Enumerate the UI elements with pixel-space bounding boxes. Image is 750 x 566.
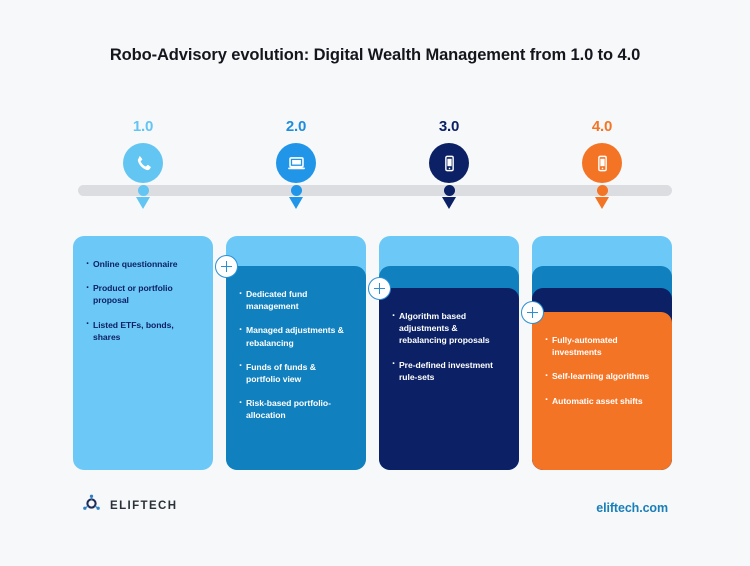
logo-wordmark: ELIFTECH <box>110 500 178 512</box>
stage-icon-circle <box>429 143 469 183</box>
timeline-arrow <box>442 197 456 209</box>
stage-bullet-item: Product or portfolio proposal <box>86 282 199 306</box>
stage-bullet-item: Risk-based portfolio-allocation <box>239 397 352 421</box>
add-stage-plus-badge[interactable] <box>368 277 391 300</box>
version-label: 1.0 <box>132 118 154 135</box>
timeline-arrow <box>289 197 303 209</box>
card-stack: Dedicated fund managementManaged adjustm… <box>226 0 366 566</box>
website-link[interactable]: eliftech.com <box>596 501 668 515</box>
stage-bullet-item: Listed ETFs, bonds, shares <box>86 318 199 343</box>
smartphone-icon <box>440 154 459 173</box>
stage-bullet-item: Self-learning algorithms <box>545 370 658 383</box>
stage-icon-circle <box>123 143 163 183</box>
card-stack: Fully-automated investmentsSelf-learning… <box>532 0 672 566</box>
stage-bullet-list: Fully-automated investmentsSelf-learning… <box>532 312 672 407</box>
card-stack: Online questionnaireProduct or portfolio… <box>73 0 213 566</box>
stage-column-3-0: 3.0Algorithm based adjustments & rebalan… <box>368 0 526 566</box>
stage-bullet-item: Fully-automated investments <box>545 333 658 358</box>
stage-bullet-list: Algorithm based adjustments & rebalancin… <box>379 288 519 383</box>
laptop-icon <box>286 153 307 174</box>
stage-card[interactable]: Algorithm based adjustments & rebalancin… <box>379 288 519 470</box>
stage-bullet-item: Automatic asset shifts <box>545 394 658 407</box>
timeline-dot <box>137 185 149 196</box>
stage-bullet-item: Funds of funds & portfolio view <box>239 360 352 385</box>
card-stack: Algorithm based adjustments & rebalancin… <box>379 0 519 566</box>
timeline-bar <box>78 185 672 196</box>
stage-bullet-list: Online questionnaireProduct or portfolio… <box>73 236 213 343</box>
phone-handset-icon <box>134 154 153 173</box>
eliftech-atom-logo-icon <box>82 494 101 518</box>
stage-icon-circle <box>276 143 316 183</box>
timeline-dot <box>443 185 455 196</box>
stage-card[interactable]: Online questionnaireProduct or portfolio… <box>73 236 213 470</box>
smartphone-icon <box>593 154 612 173</box>
timeline-arrow <box>595 197 609 209</box>
page-title: Robo-Advisory evolution: Digital Wealth … <box>109 46 641 64</box>
stage-bullet-item: Pre-defined investment rule-sets <box>392 358 505 383</box>
stage-column-2-0: 2.0Dedicated fund managementManaged adju… <box>215 0 373 566</box>
stage-icon-circle <box>582 143 622 183</box>
stage-bullet-list: Dedicated fund managementManaged adjustm… <box>226 266 366 422</box>
timeline-dot <box>290 185 302 196</box>
add-stage-plus-badge[interactable] <box>521 301 544 324</box>
stage-bullet-item: Algorithm based adjustments & rebalancin… <box>392 310 505 347</box>
stage-column-1-0: 1.0Online questionnaireProduct or portfo… <box>66 0 220 566</box>
stage-bullet-item: Managed adjustments & rebalancing <box>239 324 352 348</box>
stage-card[interactable]: Dedicated fund managementManaged adjustm… <box>226 266 366 470</box>
version-label: 3.0 <box>438 118 460 135</box>
footer-logo: ELIFTECH <box>82 494 177 518</box>
stage-card[interactable]: Fully-automated investmentsSelf-learning… <box>532 312 672 470</box>
stage-bullet-item: Online questionnaire <box>86 257 199 270</box>
stage-column-4-0: 4.0Fully-automated investmentsSelf-learn… <box>521 0 679 566</box>
version-label: 2.0 <box>285 118 307 135</box>
add-stage-plus-badge[interactable] <box>215 255 238 278</box>
timeline-dot <box>596 185 608 196</box>
stage-bullet-item: Dedicated fund management <box>239 287 352 312</box>
timeline-arrow <box>136 197 150 209</box>
version-label: 4.0 <box>591 118 613 135</box>
